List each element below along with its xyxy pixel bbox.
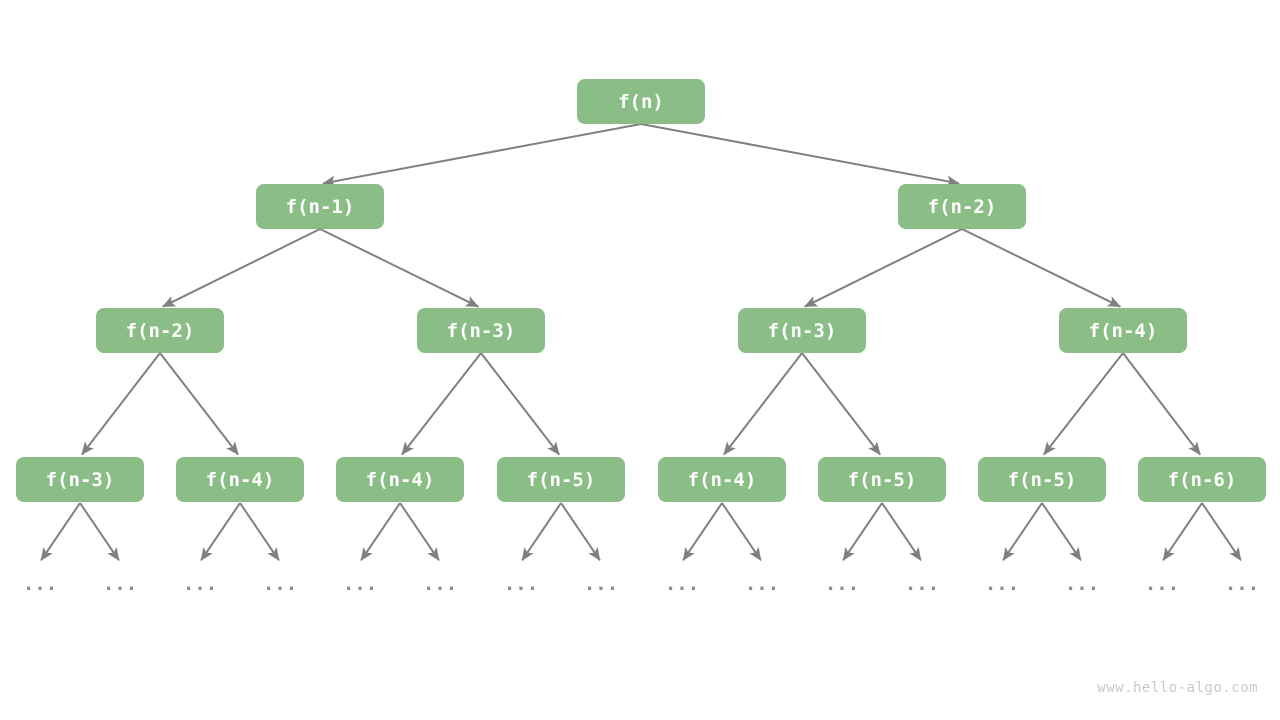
leaf-edge (79, 502, 120, 562)
tree-edge (803, 228, 963, 308)
tree-node-label: f(n-2) (927, 195, 997, 218)
leaf-edge (1002, 502, 1043, 562)
tree-node-label: f(n-4) (687, 468, 757, 491)
ellipsis-marker: ... (342, 573, 378, 595)
tree-node-label: f(n-4) (205, 468, 275, 491)
tree-edge (801, 352, 881, 456)
leaf-edge (721, 502, 762, 562)
leaf-edge (360, 502, 401, 562)
ellipsis-marker: ... (1224, 573, 1260, 595)
tree-node-label: f(n-5) (847, 468, 917, 491)
ellipsis-marker: ... (904, 573, 940, 595)
ellipsis-marker: ... (744, 573, 780, 595)
tree-edge (640, 123, 960, 187)
ellipsis-marker: ... (22, 573, 58, 595)
leaf-edge (399, 502, 440, 562)
tree-node: f(n-4) (1059, 308, 1187, 353)
tree-node: f(n-3) (16, 457, 144, 502)
leaf-edges (40, 502, 1242, 562)
tree-node: f(n-4) (336, 457, 464, 502)
tree-node: f(n-5) (978, 457, 1106, 502)
tree-node: f(n-5) (818, 457, 946, 502)
tree-node-label: f(n-4) (365, 468, 435, 491)
tree-edge (401, 352, 482, 456)
ellipsis-marker: ... (824, 573, 860, 595)
tree-edge (961, 228, 1122, 308)
tree-node: f(n-4) (658, 457, 786, 502)
tree-edge (319, 228, 480, 308)
leaf-edge (682, 502, 723, 562)
tree-edge (1122, 352, 1201, 456)
tree-edge (480, 352, 560, 456)
leaf-edge (1162, 502, 1203, 562)
ellipsis-marker: ... (1064, 573, 1100, 595)
tree-node-label: f(n-3) (446, 319, 516, 342)
ellipsis-marker: ... (262, 573, 298, 595)
leaf-edge (560, 502, 601, 562)
leaf-edge (1201, 502, 1242, 562)
ellipsis-marker: ... (583, 573, 619, 595)
tree-edge (81, 352, 161, 456)
tree-node-label: f(n-2) (125, 319, 195, 342)
ellipsis-marker: ... (1144, 573, 1180, 595)
leaf-edge (40, 502, 81, 562)
leaf-edge (239, 502, 280, 562)
tree-node: f(n-6) (1138, 457, 1266, 502)
tree-node: f(n-5) (497, 457, 625, 502)
tree-node: f(n-3) (738, 308, 866, 353)
ellipsis-marker: ... (102, 573, 138, 595)
tree-edge (1043, 352, 1124, 456)
ellipsis-marker: ... (664, 573, 700, 595)
tree-node: f(n-2) (96, 308, 224, 353)
leaf-edge (1041, 502, 1082, 562)
ellipsis-marker: ... (503, 573, 539, 595)
ellipsis-marker: ... (182, 573, 218, 595)
leaf-edge (881, 502, 922, 562)
leaf-edge (842, 502, 883, 562)
tree-node-label: f(n-5) (526, 468, 596, 491)
leaf-edge (521, 502, 562, 562)
tree-node: f(n) (577, 79, 705, 124)
tree-node: f(n-3) (417, 308, 545, 353)
tree-node-label: f(n-6) (1167, 468, 1237, 491)
tree-node: f(n-2) (898, 184, 1026, 229)
tree-node-label: f(n-3) (767, 319, 837, 342)
watermark: www.hello-algo.com (1097, 680, 1258, 696)
tree-node-label: f(n-3) (45, 468, 115, 491)
tree-edge (322, 123, 642, 187)
tree-node-label: f(n-4) (1088, 319, 1158, 342)
tree-node: f(n-4) (176, 457, 304, 502)
tree-node-label: f(n-5) (1007, 468, 1077, 491)
ellipsis-marker: ... (422, 573, 458, 595)
tree-edges (81, 123, 1201, 456)
tree-node-label: f(n) (618, 90, 664, 113)
tree-edge (723, 352, 803, 456)
tree-node: f(n-1) (256, 184, 384, 229)
tree-node-label: f(n-1) (285, 195, 355, 218)
ellipsis-marker: ... (984, 573, 1020, 595)
tree-edge (159, 352, 239, 456)
leaf-edge (200, 502, 241, 562)
tree-edge (161, 228, 321, 308)
